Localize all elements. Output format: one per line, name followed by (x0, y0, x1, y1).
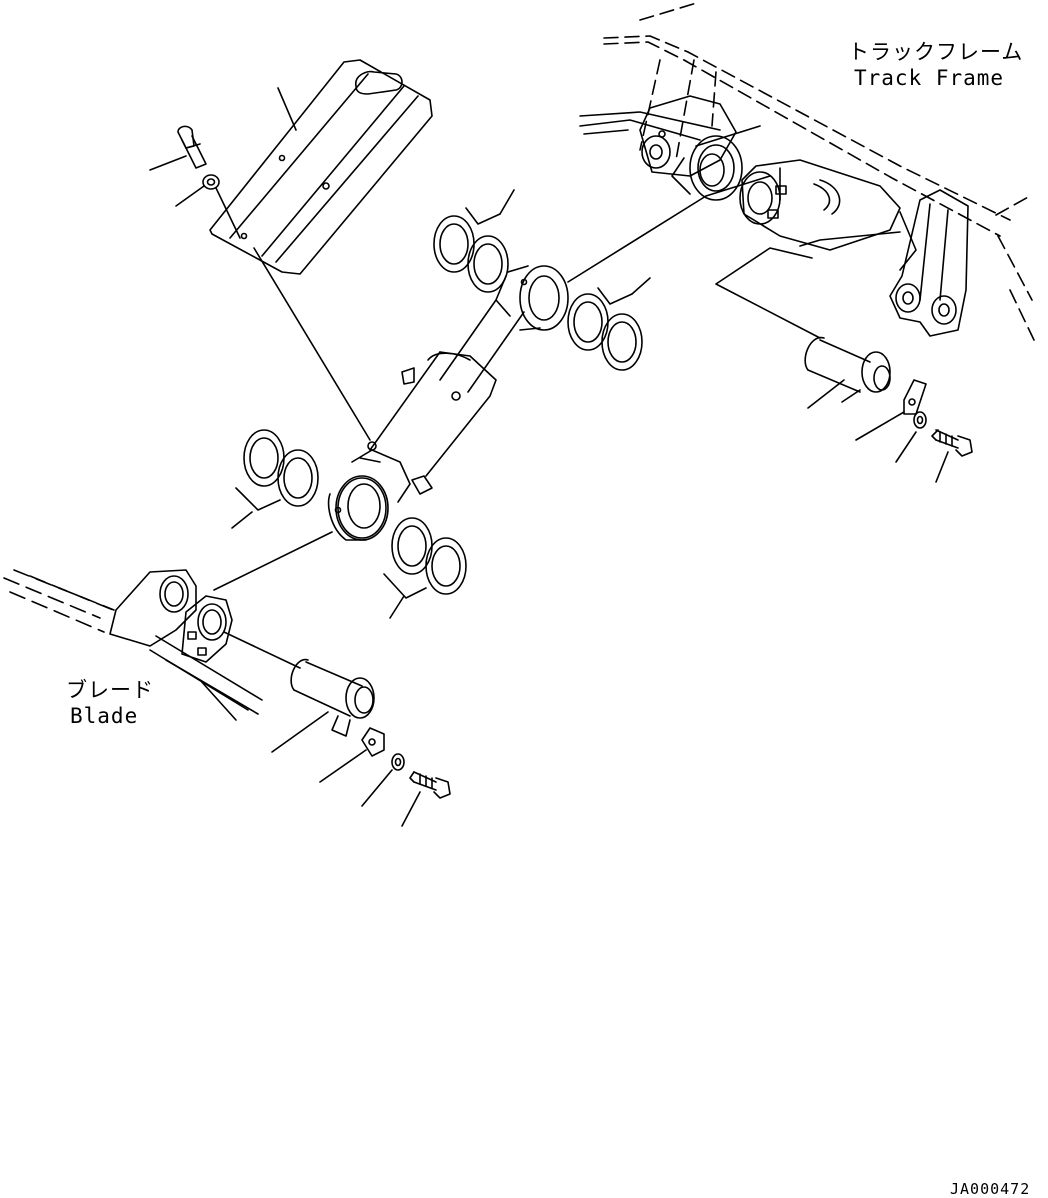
leader-cover-1 (215, 187, 241, 239)
cover-bolt (149, 125, 207, 171)
blade-label-en: Blade (70, 704, 139, 728)
tilt-cylinder (327, 265, 569, 541)
lower-pin (271, 658, 375, 753)
shim-pair-upper-left (433, 189, 515, 293)
cover-plate (209, 59, 433, 275)
leader-frame-pin (715, 247, 821, 339)
lower-lock-plate (319, 727, 385, 783)
blade (3, 569, 263, 721)
track-frame-label-jp: トラックフレーム (848, 40, 1024, 64)
leader-cover-2 (253, 247, 371, 441)
leader-bottom-eye-blade (213, 531, 333, 591)
shim-pair-lower-left (231, 429, 319, 529)
cover-washer (175, 174, 220, 207)
upper-bolt (931, 429, 973, 483)
drawing-code: JA000472 (950, 1180, 1031, 1198)
leader-rod-eye-frame (567, 195, 707, 283)
upper-washer (895, 411, 927, 463)
shim-pair-upper-right (567, 277, 651, 371)
lower-washer (361, 753, 405, 807)
leader-blade-pin (223, 631, 301, 669)
shim-pair-lower-right (383, 517, 467, 619)
upper-lock-plate (855, 379, 927, 441)
lower-bolt (401, 771, 451, 827)
track-frame-label-en: Track Frame (854, 66, 1005, 90)
track-frame (579, 1, 1035, 341)
upper-pin (804, 337, 891, 409)
blade-label-jp: ブレード (66, 678, 154, 702)
